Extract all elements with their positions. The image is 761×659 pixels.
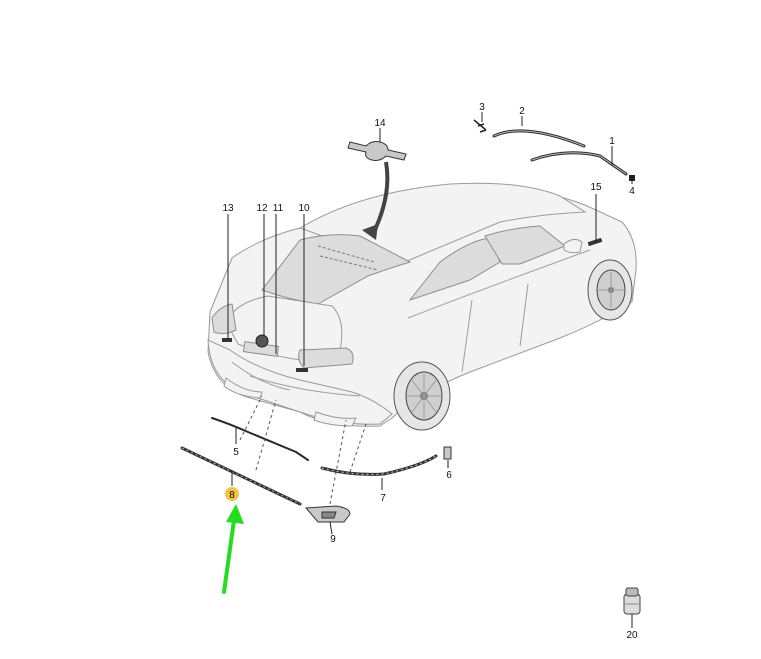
callout-5: 5 — [233, 447, 239, 458]
part-6-bracket — [443, 446, 452, 460]
callout-8-badge — [225, 487, 239, 501]
callout-2: 2 — [519, 106, 525, 117]
part-9-reflector — [304, 505, 351, 523]
callout-3: 3 — [479, 102, 485, 113]
callout-11: 11 — [273, 203, 284, 214]
callout-12: 12 — [256, 203, 268, 214]
part-20-bottle — [623, 587, 641, 615]
callout-20: 20 — [626, 630, 638, 641]
callout-labels: 1 2 3 4 5 6 7 9 10 11 12 13 14 15 20 — [222, 102, 638, 641]
callout-13: 13 — [222, 203, 234, 214]
highlighted-callout-8[interactable]: 8 — [225, 487, 239, 501]
callout-7: 7 — [380, 493, 386, 504]
car-illustration — [207, 182, 637, 431]
part-5-bumper-trim — [211, 417, 309, 461]
callout-9: 9 — [330, 534, 336, 545]
callout-15: 15 — [590, 182, 602, 193]
part-14-emblem — [347, 141, 407, 240]
callout-4: 4 — [629, 186, 635, 197]
callout-14: 14 — [374, 118, 386, 129]
callout-8: 8 — [229, 490, 235, 501]
part-8-lower-strip — [180, 446, 302, 506]
part-7-side-strip — [320, 454, 438, 476]
part-1-roof-molding — [530, 151, 628, 176]
callout-10: 10 — [298, 203, 310, 214]
highlight-arrow — [222, 504, 244, 594]
part-3-clip — [473, 119, 487, 133]
leader-lines — [227, 112, 633, 628]
callout-6: 6 — [446, 470, 452, 481]
callout-1: 1 — [609, 136, 615, 147]
part-2-roof-trim — [492, 129, 586, 148]
